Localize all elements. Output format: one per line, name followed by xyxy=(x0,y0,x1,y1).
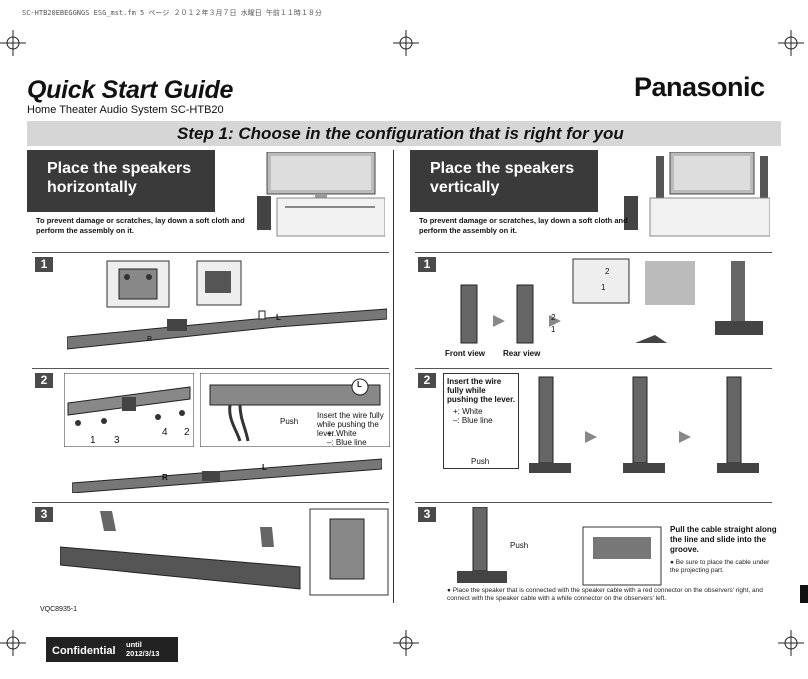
horizontal-step2: 2 1 3 4 2 L Push Insert the wire fully w… xyxy=(32,368,390,499)
front-view-label: Front view xyxy=(445,349,486,358)
vertical-step2: 2 Insert the wire fully while pushing th… xyxy=(415,368,772,499)
vertical-section: Place the speakers vertically To prevent… xyxy=(410,150,777,603)
tv-vertical-illustration xyxy=(624,152,770,237)
step2-wire-instruction: Insert the wire fully while pushing the … xyxy=(317,411,384,438)
step1-marker-a: 2 xyxy=(605,267,610,276)
vertical-white: +: White xyxy=(453,407,483,416)
page-title: Quick Start Guide xyxy=(27,76,234,104)
step1-marker-c: 2 xyxy=(551,313,556,322)
step1-marker-d: 1 xyxy=(551,325,556,334)
step1-l-marker: L xyxy=(276,313,281,322)
cable-note-text: Be sure to place the cable under the pro… xyxy=(670,559,770,574)
horizontal-step3-figure xyxy=(60,508,389,596)
cable-note: ● Be sure to place the cable under the p… xyxy=(670,559,770,574)
svg-text:R: R xyxy=(147,336,152,343)
crop-mark-top-right xyxy=(778,30,804,56)
doc-code: VQC8935-1 xyxy=(40,606,77,613)
vertical-step1: 1 Front view Rear view 2 1 2 1 xyxy=(415,252,772,365)
horizontal-step2-bar-figure xyxy=(72,458,382,493)
page-subtitle: Home Theater Audio System SC-HTB20 xyxy=(27,104,224,116)
step2-blue: –: Blue line xyxy=(327,438,367,447)
step2-bar-l-marker: L xyxy=(262,463,267,472)
vertical-footnote: ● Place the speaker that is connected wi… xyxy=(447,587,763,602)
step-number: 3 xyxy=(35,507,53,522)
step-number: 2 xyxy=(35,373,53,388)
vertical-step2-figure xyxy=(529,376,759,473)
until-date: 2012/3/13 xyxy=(126,649,160,658)
horizontal-caution: To prevent damage or scratches, lay down… xyxy=(36,216,245,235)
crop-mark-bottom-left xyxy=(0,630,26,656)
vertical-caution: To prevent damage or scratches, lay down… xyxy=(419,216,628,235)
print-header: SC-HTB20EBEGGNGS ESG_mst.fm 5 ページ ２０１２年３… xyxy=(22,9,322,17)
horizontal-step1: 1 R L xyxy=(32,252,389,365)
vertical-step3: 3 Push Pull the cable straight along the… xyxy=(415,502,777,603)
step2-white: +: White xyxy=(327,429,357,438)
horizontal-step1-figure: R xyxy=(67,260,387,350)
step-number: 1 xyxy=(418,257,436,272)
vertical-heading-line1: Place the speakers xyxy=(430,160,575,177)
step-number: 3 xyxy=(418,507,436,522)
horizontal-heading-line2: horizontally xyxy=(47,179,137,196)
vertical-push-label: Push xyxy=(471,457,490,466)
step-heading: Step 1: Choose in the configuration that… xyxy=(177,124,624,143)
step2-number-1: 1 xyxy=(90,435,96,446)
until-label: until xyxy=(126,640,142,649)
step2-number-4: 4 xyxy=(162,427,168,438)
step2-l-marker: L xyxy=(357,380,362,389)
step-number: 2 xyxy=(418,373,436,388)
crop-mark-top-center xyxy=(393,30,419,56)
rear-view-label: Rear view xyxy=(503,349,541,358)
vertical-heading-line2: vertically xyxy=(430,179,500,196)
vertical-blue: –: Blue line xyxy=(453,416,493,425)
vertical-step3-figure xyxy=(457,507,662,586)
step2-number-3: 3 xyxy=(114,435,120,446)
crop-mark-top-left xyxy=(0,30,26,56)
vertical-heading: Place the speakers vertically xyxy=(410,150,598,212)
horizontal-heading: Place the speakers horizontally xyxy=(27,150,215,212)
step2-number-2: 2 xyxy=(184,427,190,438)
horizontal-heading-line1: Place the speakers xyxy=(47,160,192,177)
vertical-step3-push: Push xyxy=(510,541,529,550)
vertical-step1-figure xyxy=(460,258,763,344)
step-heading-bar: Step 1: Choose in the configuration that… xyxy=(27,121,781,146)
confidential-label: Confidential xyxy=(52,645,116,657)
tv-horizontal-illustration xyxy=(257,152,385,237)
page-edge-tab xyxy=(800,585,808,603)
footnote-text: Place the speaker that is connected with… xyxy=(447,587,763,602)
brand-logo: Panasonic xyxy=(634,72,765,102)
vertical-wire-instruction: Insert the wire fully while pushing the … xyxy=(447,377,516,404)
cable-instruction: Pull the cable straight along the line a… xyxy=(670,525,777,554)
horizontal-section: Place the speakers horizontally To preve… xyxy=(27,150,394,603)
step-number: 1 xyxy=(35,257,53,272)
step1-marker-b: 1 xyxy=(601,283,606,292)
horizontal-step2-left-figure xyxy=(64,373,194,447)
crop-mark-bottom-right xyxy=(778,630,804,656)
step2-bar-r-marker: R xyxy=(162,473,168,482)
crop-mark-bottom-center xyxy=(393,630,419,656)
step2-push-label: Push xyxy=(280,417,299,426)
vertical-step2-inset xyxy=(443,373,519,469)
horizontal-step3: 3 xyxy=(32,502,389,603)
horizontal-step2-right-figure xyxy=(200,373,390,447)
